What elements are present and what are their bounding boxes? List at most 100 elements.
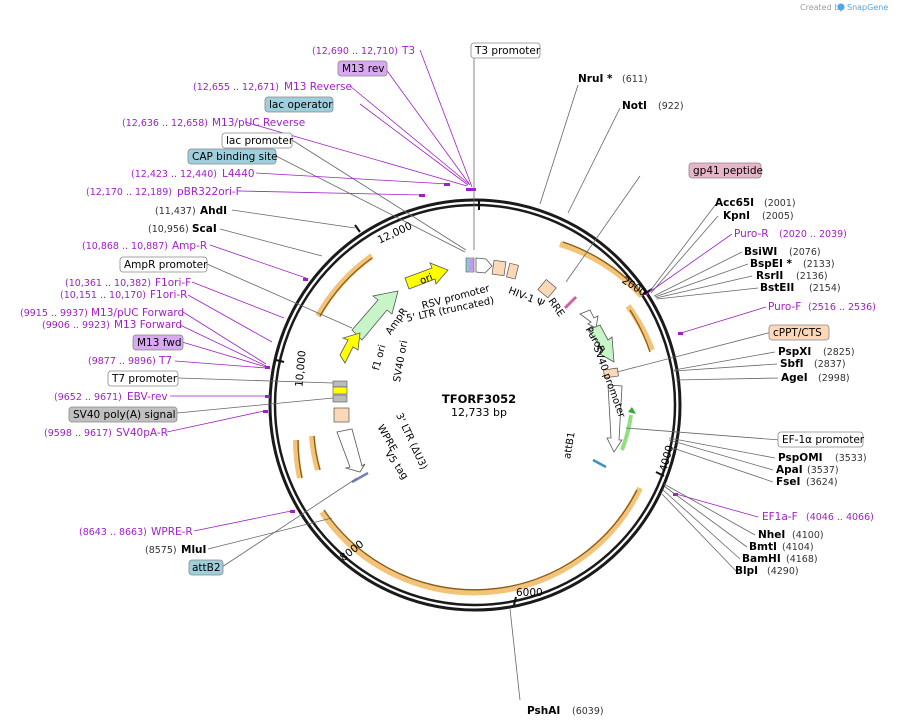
enzyme-nhei: NheI <box>758 529 785 541</box>
enzyme-bamhi-pos: (4168) <box>786 554 818 565</box>
puror-arrow <box>587 324 615 363</box>
primer-m13puc-forward-pos: (9915 .. 9937) <box>20 308 88 319</box>
enzyme-fsei-pos: (3624) <box>806 477 838 488</box>
enzyme-noti: NotI <box>622 100 647 112</box>
enzyme-bamhi: BamHI <box>742 553 781 565</box>
primer-ebv-rev-pos: (9652 .. 9671) <box>54 392 122 403</box>
tick-label: 2000 <box>619 274 648 299</box>
snapgene-logo: SnapGene <box>837 3 888 12</box>
enzyme-pspomi: PspOMI <box>778 452 823 464</box>
box-m13-rev: M13 rev <box>337 60 388 77</box>
primer-f1ori-r-pos: (10,151 .. 10,170) <box>60 290 146 301</box>
enzyme-fsei: FseI <box>776 476 800 488</box>
enzyme-agei: AgeI <box>781 372 808 384</box>
box-attb2-label: attB2 <box>192 562 221 574</box>
enzyme-acc65i-pos: (2001) <box>764 198 796 209</box>
primer-f1ori-r: F1ori-R <box>150 289 187 301</box>
enzyme-bsteii: BstEII <box>760 282 794 294</box>
primer-f1ori-f: F1ori-F <box>155 277 191 289</box>
tick-labels: 2000 4000 6000 8000 10,000 12,000 <box>293 220 676 599</box>
enzyme-ahdi-pos: (11,437) <box>155 206 196 217</box>
primer-m13puc-forward: M13/pUC Forward <box>91 307 184 319</box>
primer-puro-f-pos: (2516 .. 2536) <box>808 302 876 313</box>
box-ampr-promoter: AmpR promoter <box>119 256 208 273</box>
enzyme-pspxi: PspXI <box>778 346 811 358</box>
enzyme-scai-pos: (10,956) <box>148 224 189 235</box>
enzyme-noti-pos: (922) <box>658 101 684 112</box>
box-t3-promoter-label: T3 promoter <box>474 45 541 57</box>
primer-l4440-pos: (12,423 .. 12,440) <box>131 169 217 180</box>
gp41-mark <box>563 295 578 310</box>
orf-arcs <box>293 241 655 596</box>
primer-l4440: L4440 <box>222 168 255 180</box>
enzyme-pshai: PshAI <box>527 705 560 717</box>
box-t7-promoter-label: T7 promoter <box>111 373 178 385</box>
enzyme-bmti-pos: (4104) <box>782 542 814 553</box>
enzyme-apai: ApaI <box>776 464 803 476</box>
sv40-polya-box <box>332 394 348 403</box>
box-cap-binding-site: CAP binding site <box>187 148 278 165</box>
enzyme-pspomi-pos: (3533) <box>835 453 867 464</box>
enzyme-sbfi-pos: (2837) <box>814 359 846 370</box>
primer-puro-r: Puro-R <box>734 228 769 240</box>
primer-wpre-r: WPRE-R <box>151 526 193 538</box>
orf-arc-puro-b <box>625 304 655 352</box>
primer-amp-r-pos: (10,868 .. 10,887) <box>82 241 168 252</box>
primer-t3: T3 <box>401 45 415 57</box>
enzyme-rsrii-pos: (2136) <box>796 271 828 282</box>
box-cppt-cts-label: cPPT/CTS <box>773 327 822 339</box>
enzymes-right: NruI * (611) NotI (922) Acc65I (2001) Kp… <box>527 73 867 717</box>
rsv-arrow <box>475 257 493 274</box>
enzyme-pshai-pos: (6039) <box>572 706 604 717</box>
primer-ef1a-f: EF1a-F <box>762 511 798 523</box>
enzyme-sbfi: SbfI <box>780 358 804 370</box>
orf-arc-left-b <box>309 435 321 471</box>
box-m13-fwd-label: M13 fwd <box>137 337 182 349</box>
primer-m13-reverse-pos: (12,655 .. 12,671) <box>193 82 279 93</box>
boxed-features: T3 promoter M13 rev lac operator lac pro… <box>68 42 865 576</box>
box-t7-promoter: T7 promoter <box>107 370 179 387</box>
primer-f1ori-f-pos: (10,361 .. 10,382) <box>65 278 151 289</box>
box-lac-promoter-label: lac promoter <box>226 135 294 147</box>
primer-pbr322ori-f-pos: (12,170 .. 12,189) <box>86 187 172 198</box>
ori-arrow <box>404 262 449 290</box>
psi-box <box>506 262 519 280</box>
enzyme-nrui-pos: (611) <box>622 74 648 85</box>
box-sv40-polya-label: SV40 poly(A) signal <box>73 409 176 421</box>
green-orf-arc <box>620 414 633 451</box>
ltr3-box <box>333 407 350 423</box>
rre-label: RRE <box>546 296 567 319</box>
primer-ef1a-f-pos: (4046 .. 4066) <box>806 512 874 523</box>
orf-arc-puro-a <box>559 241 645 299</box>
box-cap-binding-site-label: CAP binding site <box>192 151 278 163</box>
enzyme-nhei-pos: (4100) <box>792 530 824 541</box>
box-cppt-cts: cPPT/CTS <box>768 324 830 341</box>
enzyme-blpi-pos: (4290) <box>767 566 799 577</box>
enzyme-pspxi-pos: (2825) <box>823 347 855 358</box>
primer-m13-reverse: M13 Reverse <box>284 81 352 93</box>
plasmid-size: 12,733 bp <box>451 406 507 419</box>
primer-t7: T7 <box>158 355 172 367</box>
box-lac-promoter: lac promoter <box>221 132 294 149</box>
orf-arc-left-a <box>293 439 303 479</box>
box-gp41-peptide: gp41 peptide <box>688 162 763 179</box>
primer-labels: (12,690 .. 12,710) T3 (12,655 .. 12,671)… <box>20 45 876 538</box>
primer-t3-pos: (12,690 .. 12,710) <box>312 46 398 57</box>
enzyme-kpni: KpnI <box>723 210 750 222</box>
box-sv40-polya: SV40 poly(A) signal <box>68 406 178 423</box>
enzyme-acc65i: Acc65I <box>715 197 754 209</box>
enzyme-scai: ScaI <box>192 223 217 235</box>
box-ampr-promoter-label: AmpR promoter <box>124 259 208 271</box>
primer-sv40pa-r: SV40pA-R <box>116 427 168 439</box>
orf-arc-top-left <box>315 253 374 318</box>
box-gp41-peptide-label: gp41 peptide <box>693 165 763 177</box>
box-lac-operator-label: lac operator <box>269 99 333 111</box>
primer-puro-f: Puro-F <box>768 301 801 313</box>
credit-text: Created by <box>800 3 844 12</box>
v5-tag-label: V5 tag <box>382 449 410 482</box>
primer-t7-pos: (9877 .. 9896) <box>88 356 156 367</box>
enzyme-kpni-pos: (2005) <box>762 211 794 222</box>
enzyme-bsiwi: BsiWI <box>744 246 777 258</box>
box-m13-fwd: M13 fwd <box>132 334 184 351</box>
